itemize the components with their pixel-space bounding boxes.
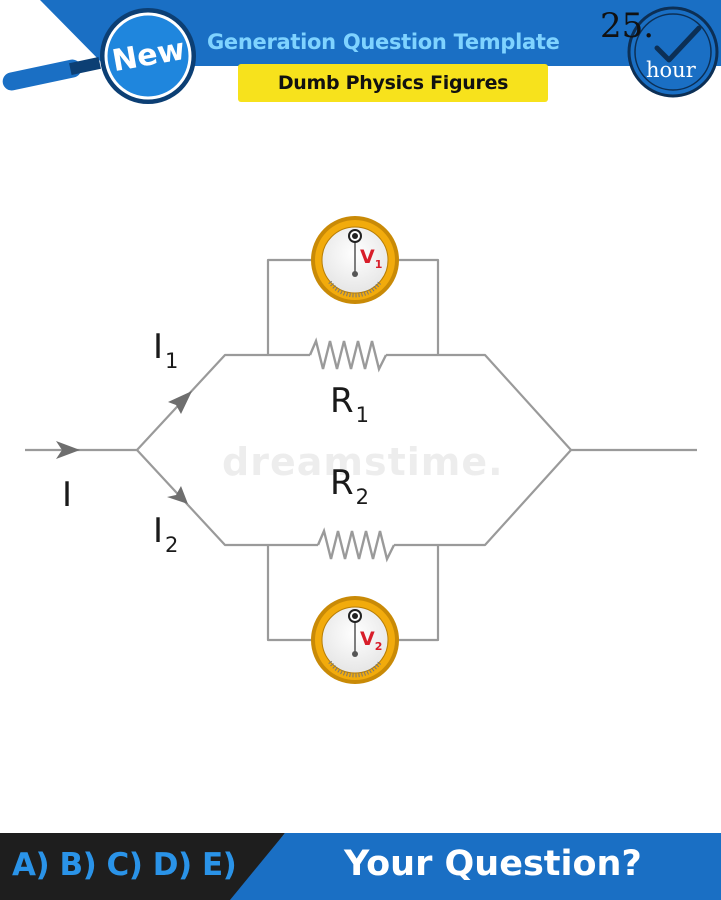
upper-branch-wire — [136, 353, 310, 451]
label-resistor-2: R2 — [330, 463, 369, 509]
label-current-2: I2 — [153, 511, 179, 557]
voltmeter-2-label: V2 — [360, 628, 383, 653]
resistor-r2 — [316, 527, 396, 563]
voltmeter1-wire — [266, 258, 312, 355]
voltmeter-1-label: V1 — [360, 246, 383, 271]
resistor-r1 — [308, 337, 388, 373]
answer-options: A) B) C) D) E) — [12, 847, 237, 883]
subtitle-text: Dumb Physics Figures — [277, 72, 509, 94]
label-resistor-1: R1 — [330, 381, 369, 427]
question-text: Your Question? — [344, 844, 642, 884]
arrow-current-2 — [167, 486, 188, 504]
lower-branch-wire — [136, 449, 318, 547]
clock-unit: hour — [646, 58, 696, 82]
subtitle-box: Dumb Physics Figures — [238, 64, 548, 102]
label-current-1: I1 — [153, 327, 179, 373]
new-badge — [2, 8, 196, 104]
footer-question-band — [230, 833, 721, 900]
circuit-diagram — [25, 216, 697, 684]
clock-number: 25. — [600, 6, 655, 46]
arrow-total-current — [56, 441, 80, 459]
label-total-current: I — [62, 475, 73, 515]
voltmeter-1 — [311, 216, 399, 304]
footer-answers-band — [0, 833, 285, 900]
clock-icon — [627, 6, 719, 98]
arrow-current-1 — [168, 391, 192, 414]
magnifier-handle — [2, 59, 82, 91]
header-title: Generation Question Template — [207, 30, 560, 54]
voltmeter-2 — [311, 596, 399, 684]
voltmeter2-wire — [266, 545, 312, 642]
watermark: dreamstime. — [222, 440, 504, 484]
